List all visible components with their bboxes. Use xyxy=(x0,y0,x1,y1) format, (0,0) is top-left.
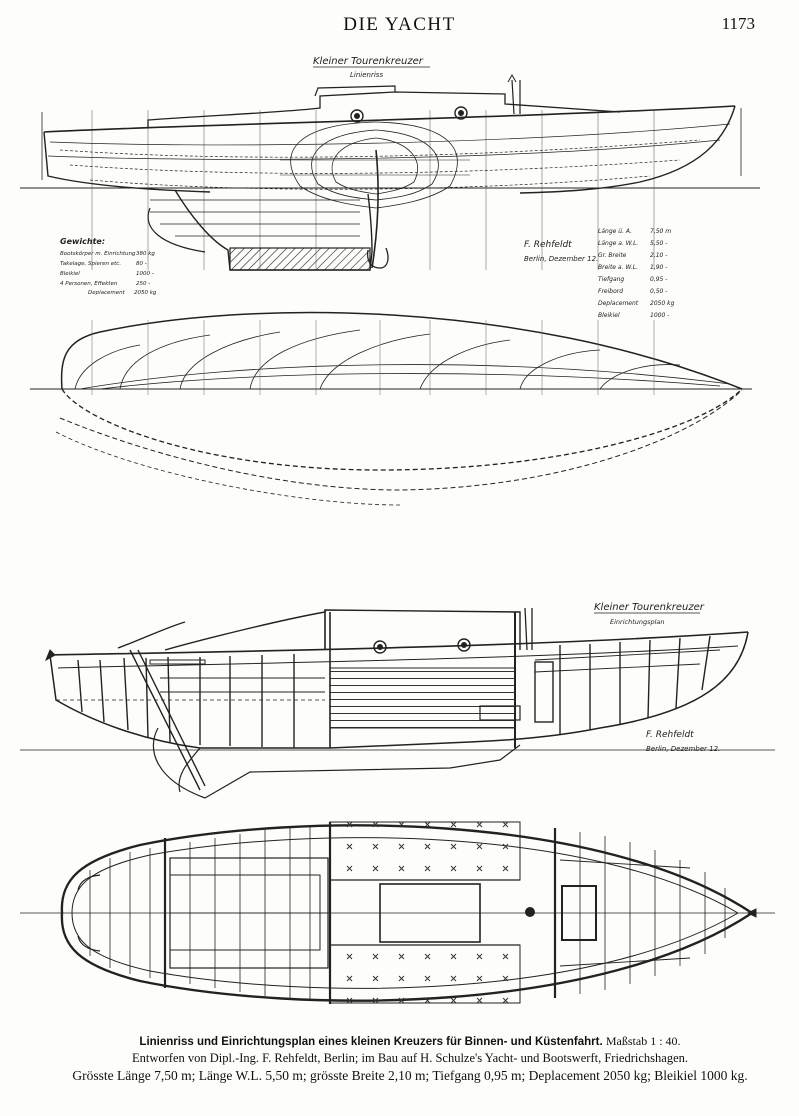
dimension-label: Bleikiel xyxy=(598,312,620,319)
arrangement-profile xyxy=(20,607,775,799)
dimension-value: 1000 - xyxy=(650,312,669,319)
caption-dimensions: Grösste Länge 7,50 m; Länge W.L. 5,50 m;… xyxy=(72,1068,748,1083)
weights-row-label: Deplacement xyxy=(88,290,126,296)
signature-name: F. Rehfeldt xyxy=(646,730,694,740)
lines-plan-title: Kleiner Tourenkreuzer xyxy=(313,56,424,67)
weights-table: Gewichte: Bootskörper m. Einrichtung 380… xyxy=(60,237,157,296)
dimension-label: Breite a. W.L. xyxy=(598,264,638,271)
weights-row-label: Bootskörper m. Einrichtung xyxy=(60,251,136,257)
weights-row-value: 250 - xyxy=(136,281,150,287)
caption-title: Linienriss und Einrichtungsplan eines kl… xyxy=(30,1034,790,1049)
dimension-value: 1,90 - xyxy=(650,264,667,271)
lines-plan-signature: F. Rehfeldt Berlin, Dezember 12. xyxy=(524,240,598,263)
dimension-value: 5,50 - xyxy=(650,240,667,247)
dimension-value: 0,95 - xyxy=(650,276,667,283)
weights-row-value: 2050 kg xyxy=(134,290,157,296)
arrangement-deck-plan xyxy=(20,821,775,1004)
lines-plan-subtitle: Linienriss xyxy=(350,71,383,79)
magazine-title: DIE YACHT xyxy=(343,14,456,35)
weights-row-value: 380 kg xyxy=(136,251,155,257)
weights-row-value: 1000 - xyxy=(136,271,154,277)
dimensions-table: Länge ü. A. 7,50 m Länge a. W.L. 5,50 - … xyxy=(598,228,675,319)
caption-title-text: Linienriss und Einrichtungsplan eines kl… xyxy=(139,1036,603,1048)
signature-place-date: Berlin, Dezember 12. xyxy=(524,255,598,263)
caption-designer: Entworfen von Dipl.-Ing. F. Rehfeldt, Be… xyxy=(131,1051,689,1065)
lines-plan-profile xyxy=(20,73,760,271)
dimension-value: 7,50 m xyxy=(650,228,671,235)
weights-row-value: 80 - xyxy=(136,261,147,267)
dimension-label: Deplacement xyxy=(598,300,639,307)
dimension-label: Freibord xyxy=(598,288,623,295)
weights-row-label: Bleikiel xyxy=(60,271,80,277)
weights-row-label: Takelage, Spieren etc. xyxy=(60,261,121,267)
caption-scale: Maßstab 1 : 40. xyxy=(605,1034,681,1048)
dimension-value: 2050 kg xyxy=(650,300,675,307)
weights-heading: Gewichte: xyxy=(60,237,105,246)
dimension-value: 0,50 - xyxy=(650,288,667,295)
lines-plan-half-breadth xyxy=(30,311,752,506)
arrangement-signature: F. Rehfeldt Berlin, Dezember 12. xyxy=(646,730,720,753)
signature-place-date: Berlin, Dezember 12. xyxy=(646,745,720,753)
signature-name: F. Rehfeldt xyxy=(524,240,572,250)
arrangement-title: Kleiner Tourenkreuzer xyxy=(594,602,705,613)
page-number: 1173 xyxy=(721,14,755,33)
dimension-label: Länge a. W.L. xyxy=(598,240,638,247)
arrangement-subtitle: Einrichtungsplan xyxy=(610,618,665,626)
dimension-label: Gr. Breite xyxy=(598,252,627,259)
dimension-label: Tiefgang xyxy=(598,276,624,283)
dimension-value: 2,10 - xyxy=(650,252,667,259)
dimension-label: Länge ü. A. xyxy=(598,228,632,235)
weights-row-label: 4 Personen, Effekten xyxy=(60,281,118,287)
